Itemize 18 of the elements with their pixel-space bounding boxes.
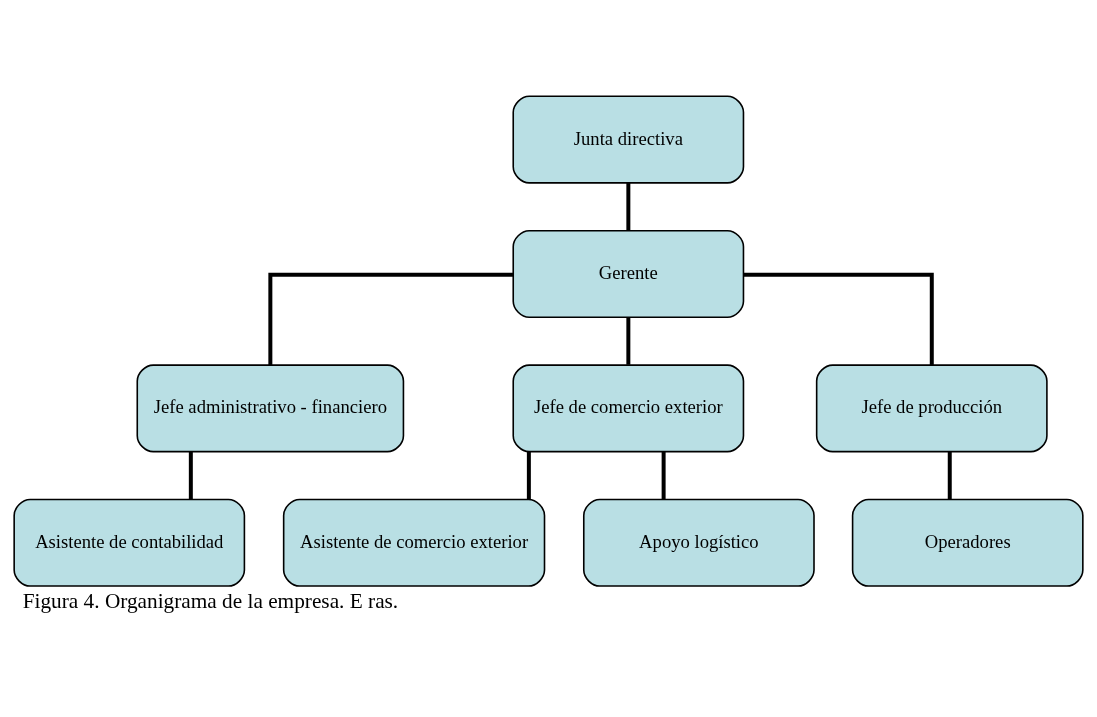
node-box: Gerente — [512, 229, 745, 319]
connector — [626, 317, 631, 365]
node-box: Operadores — [851, 498, 1084, 587]
node-box: Apoyo logístico — [582, 498, 815, 587]
node-box: Asistente de comercio exterior — [282, 498, 546, 587]
connector — [526, 451, 531, 500]
connector — [626, 182, 631, 231]
node-box: Jefe administrativo - financiero — [136, 364, 405, 453]
node-box: Asistente de contabilidad — [13, 498, 246, 587]
connector — [188, 451, 193, 500]
connector — [743, 272, 934, 365]
connector — [661, 451, 666, 500]
connector — [947, 451, 952, 500]
caption: Figura 4. Organigrama de la empresa. E ras. — [22, 589, 399, 614]
node-box: Jefe de producción — [815, 364, 1048, 453]
connector — [268, 272, 514, 365]
node-box: Junta directiva — [512, 95, 745, 184]
node-box: Jefe de comercio exterior — [512, 364, 745, 453]
